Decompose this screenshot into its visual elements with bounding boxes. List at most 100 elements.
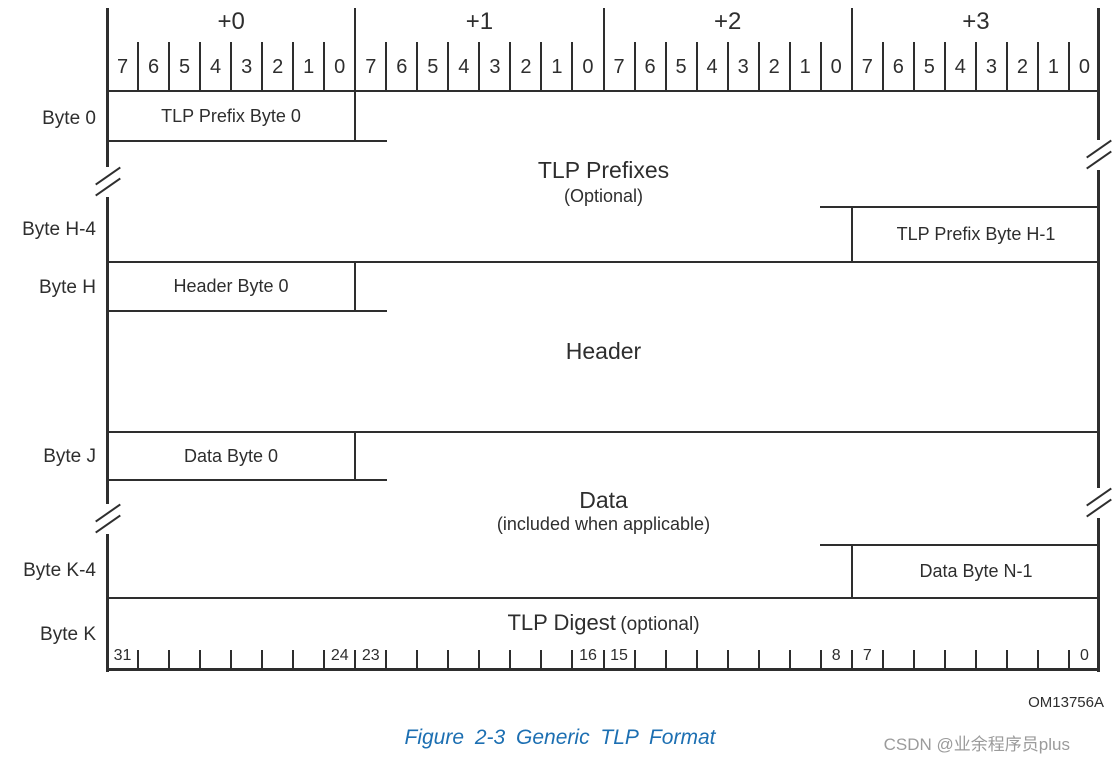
section-tlp-prefixes-title: TLP Prefixes (537, 157, 670, 183)
bit-divider-line (199, 42, 202, 92)
break-mask (104, 504, 112, 534)
bit-number: 1 (551, 55, 563, 78)
bit-divider-line (695, 42, 698, 92)
break-mask (104, 167, 112, 197)
row-label-byteH: Byte H (38, 277, 96, 298)
bottom-scale-tick (540, 650, 543, 669)
bottom-scale-tick (881, 650, 884, 669)
bit-divider-line (788, 42, 791, 92)
data-byte0-divider (354, 431, 356, 481)
bit-divider-line (664, 42, 667, 92)
bit-divider-line (1036, 42, 1039, 92)
bottom-scale-tick (478, 650, 481, 669)
bit-number: 5 (923, 55, 935, 78)
byteK-row-top-line (106, 597, 1100, 599)
bottom-scale-number: 15 (610, 647, 628, 664)
section-header-title: Header (565, 338, 642, 364)
break-mark-right-data (1084, 487, 1114, 518)
bit-number: 6 (147, 55, 160, 78)
byte-boundary-line (850, 8, 853, 92)
bit-divider-line (912, 42, 915, 92)
bit-divider-line (943, 42, 946, 92)
section-data-note: (included when applicable) (496, 514, 711, 534)
bottom-scale-tick (447, 650, 450, 669)
bit-number: 5 (427, 55, 439, 78)
cell-header-byte0: Header Byte 0 (173, 276, 289, 296)
bit-number: 7 (613, 55, 625, 78)
bit-divider-line (447, 42, 450, 92)
bit-divider-line (137, 42, 140, 92)
column-header: +0 (217, 8, 245, 35)
bit-divider-line (323, 42, 326, 92)
bit-number: 0 (582, 55, 594, 78)
bottom-scale-tick (1036, 650, 1039, 669)
section-tlp-prefixes-note: (Optional) (563, 186, 644, 206)
column-header: +3 (962, 8, 990, 35)
bottom-scale-tick (912, 650, 915, 669)
bit-number: 4 (458, 55, 470, 78)
bottom-scale-tick (819, 650, 822, 669)
break-mark-left-data (93, 503, 123, 534)
bottom-scale-tick (416, 650, 419, 669)
bit-number: 3 (985, 55, 997, 78)
row-label-byte0: Byte 0 (42, 108, 96, 129)
bottom-scale-tick (633, 650, 636, 669)
bottom-scale-tick (1005, 650, 1008, 669)
break-mask (1095, 488, 1103, 518)
data-byteN1-top-line (820, 544, 1100, 546)
prefix-byte0-bottom-line (106, 140, 387, 142)
bottom-scale-tick (726, 650, 729, 669)
bit-divider-line (416, 42, 419, 92)
bottom-scale-tick (1067, 650, 1070, 669)
bit-divider-line (509, 42, 512, 92)
bit-divider-line (1005, 42, 1008, 92)
bottom-scale-tick (323, 650, 326, 669)
table-bottom-border (106, 668, 1100, 671)
bit-number: 2 (768, 55, 780, 78)
cell-data-byte0: Data Byte 0 (183, 445, 279, 466)
bit-number: 5 (179, 55, 191, 78)
bottom-scale-number: 31 (113, 647, 132, 664)
row-label-byteH4: Byte H-4 (22, 219, 96, 240)
section-data-title: Data (579, 487, 628, 513)
bit-number: 6 (396, 55, 408, 78)
byte-boundary-line (354, 8, 357, 92)
bottom-scale-number: 0 (1080, 647, 1089, 664)
bottom-scale-number: 8 (831, 647, 841, 664)
bit-number: 0 (1078, 55, 1091, 78)
bit-number: 3 (241, 55, 253, 78)
bit-divider-line (292, 42, 295, 92)
bit-number: 4 (954, 55, 966, 78)
bottom-scale-tick (943, 650, 946, 669)
bottom-scale-tick (199, 650, 202, 669)
bottom-scale-tick (602, 650, 605, 669)
cell-data-byteN1: Data Byte N-1 (919, 561, 1033, 581)
bit-divider-line (726, 42, 729, 92)
data-byte0-bottom-line (106, 479, 387, 481)
byte-boundary-line (602, 8, 605, 92)
bottom-scale-number: 7 (862, 647, 872, 664)
bit-divider-line (385, 42, 388, 92)
bit-divider-line (881, 42, 884, 92)
bit-divider-line (571, 42, 574, 92)
bottom-scale-tick (664, 650, 667, 669)
bit-divider-line (478, 42, 481, 92)
digest-title: TLP Digest (507, 610, 616, 635)
bottom-scale-tick (261, 650, 264, 669)
prefix-byteH1-divider (851, 206, 853, 263)
bottom-scale-tick (137, 650, 140, 669)
bottom-scale-tick (354, 650, 357, 669)
watermark-text: CSDN @业余程序员plus (883, 735, 1070, 754)
bottom-scale-tick (757, 650, 760, 669)
bit-number: 1 (799, 55, 811, 78)
byteJ-row-top-line (106, 431, 1100, 433)
bit-number: 1 (1047, 55, 1060, 78)
bit-divider-line (819, 42, 822, 92)
table-left-border (106, 8, 109, 672)
bottom-scale-number: 16 (579, 647, 597, 664)
bottom-scale-tick (292, 650, 295, 669)
bit-row-bottom-line (106, 90, 1100, 92)
column-header: +1 (465, 8, 494, 35)
table-right-border (1097, 8, 1100, 672)
